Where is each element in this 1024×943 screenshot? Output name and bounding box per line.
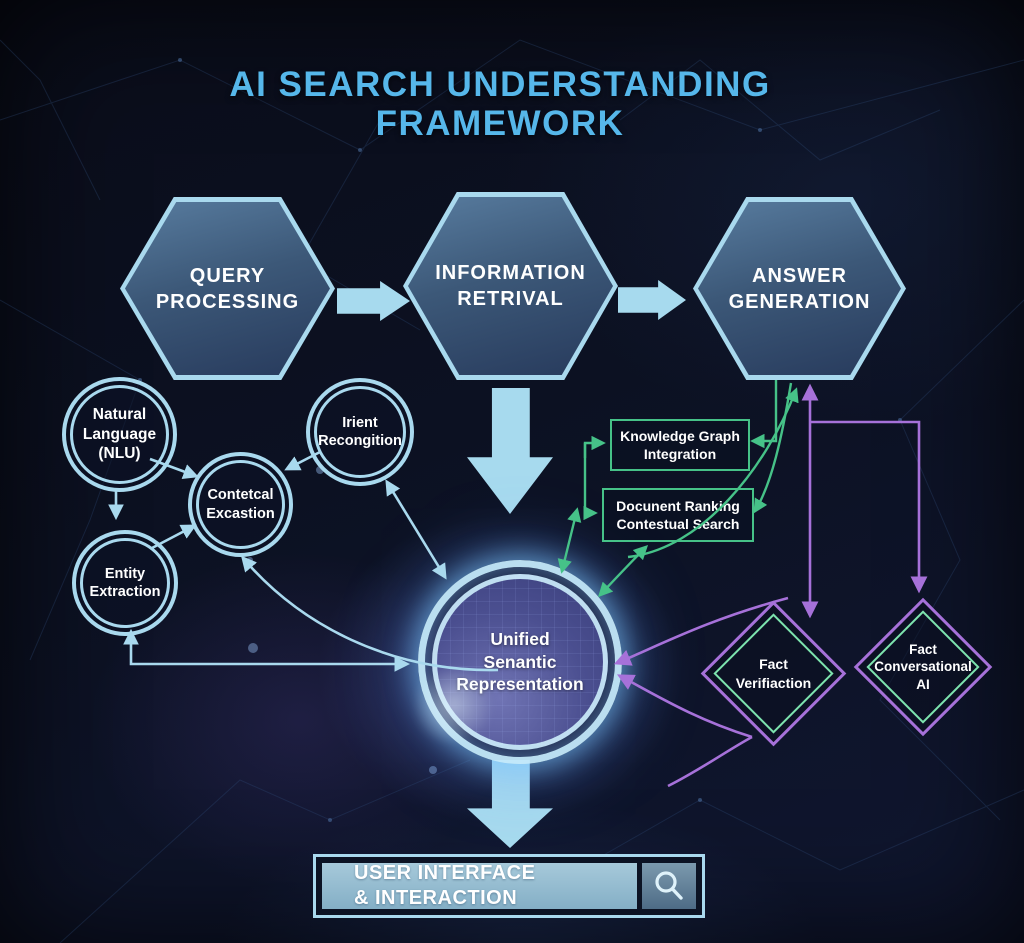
footer-label: USER INTERFACE & INTERACTION — [322, 862, 637, 909]
hexagon-query-processing: QUERY PROCESSING — [120, 197, 335, 380]
box-document-ranking: Docunent Ranking Contestual Search — [602, 488, 754, 542]
diamond-fact-verification: Fact Verifiaction — [700, 600, 847, 747]
flow-arrow-down-icon — [467, 388, 553, 514]
user-interface-bar: USER INTERFACE & INTERACTION — [313, 854, 705, 918]
diamond-fact-conversational-ai: Fact Conversational AI — [853, 597, 993, 737]
glow-flare — [408, 668, 498, 742]
circle-natural-language-nlu: Natural Language (NLU) — [62, 377, 177, 492]
hexagon-label: ANSWER GENERATION — [698, 202, 901, 375]
circle-label: Contetcal Excastion — [206, 487, 275, 522]
hexagon-label: INFORMATION RETRIVAL — [408, 197, 613, 375]
search-icon — [642, 863, 696, 909]
circle-intent-recognition: Irient Recongition — [306, 378, 414, 486]
circle-label: Entity Extraction — [89, 565, 161, 600]
box-knowledge-graph-integration: Knowledge Graph Integration — [610, 419, 750, 471]
circle-label: Irient Recongition — [318, 414, 402, 449]
circle-label: Natural Language (NLU) — [82, 406, 157, 463]
hexagon-information-retrival: INFORMATION RETRIVAL — [403, 192, 618, 380]
page-title: AI SEARCH UNDERSTANDING FRAMEWORK — [229, 65, 771, 143]
flow-arrow-down-icon — [467, 760, 553, 848]
hexagon-answer-generation: ANSWER GENERATION — [693, 197, 906, 380]
diamond-label: Fact Verifiaction — [735, 656, 812, 691]
hexagon-label: QUERY PROCESSING — [125, 202, 330, 375]
circle-entity-extraction: Entity Extraction — [72, 530, 178, 636]
diamond-label: Fact Conversational AI — [874, 641, 972, 692]
flow-arrow-right-icon — [337, 281, 410, 321]
flow-arrow-right-icon — [618, 280, 686, 320]
circle-contextual-extraction: Contetcal Excastion — [188, 452, 293, 557]
